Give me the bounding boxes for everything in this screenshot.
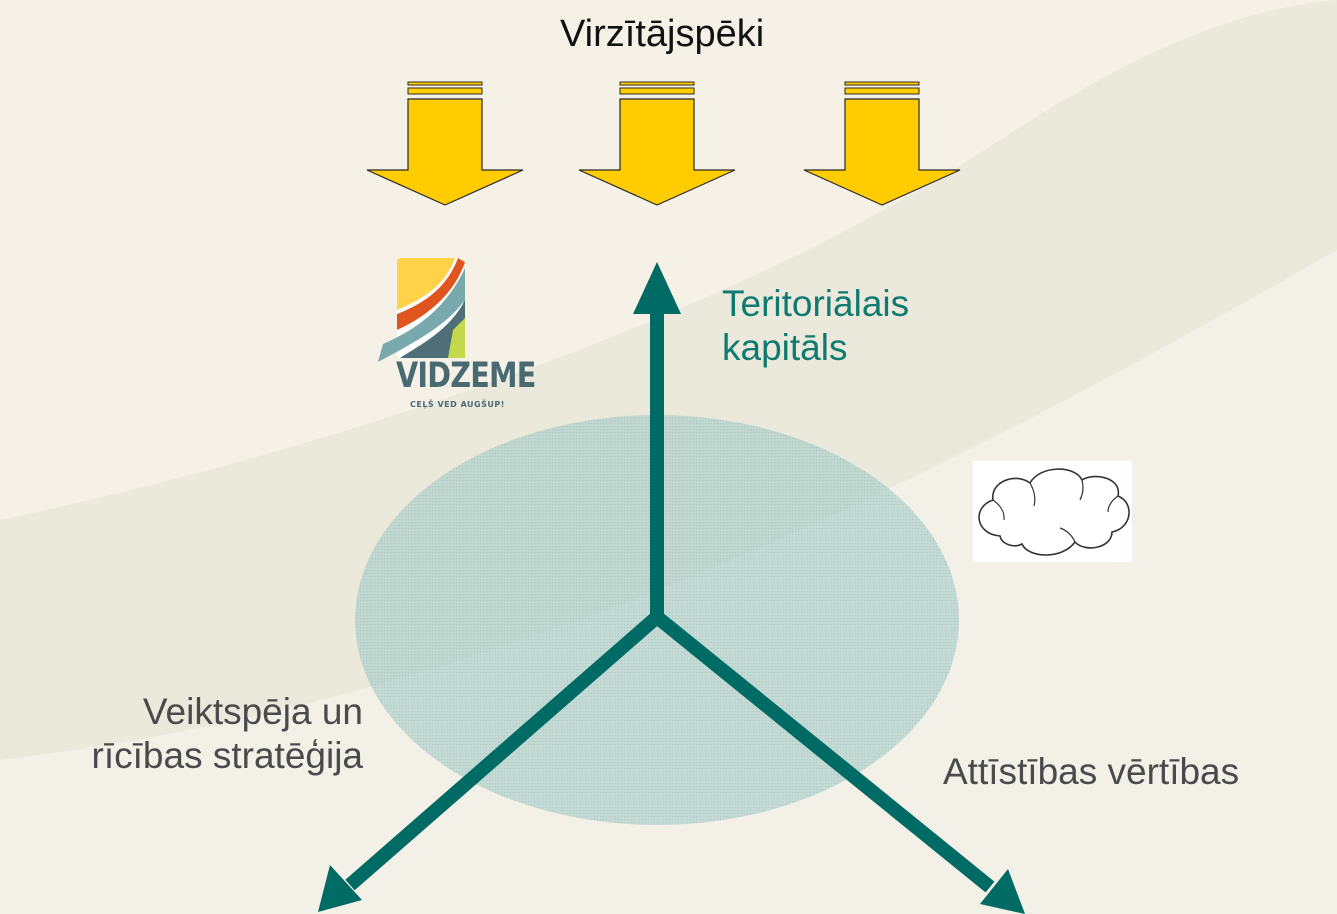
logo-name: VIDZEME: [396, 356, 536, 396]
logo-slogan: CEĻŠ VED AUGŠUP!: [410, 400, 505, 409]
label-development-values: Attīstības vērtības: [943, 751, 1240, 792]
diagram-title: Virzītājspēki: [560, 13, 765, 55]
label-territorial-capital: Teritoriālais kapitāls: [722, 283, 910, 368]
down-arrow-icon: [366, 81, 524, 206]
down-arrow-icon: [803, 81, 961, 206]
label-performance-strategy: Veiktspēja un rīcības stratēģija: [91, 691, 363, 776]
axis-development-values: [652, 611, 1025, 914]
background-swoosh-light: [0, 250, 1337, 914]
vidzeme-logo-text: VIDZEME CEĻŠ VED AUGŠUP!: [396, 356, 586, 414]
down-arrow-icon: [578, 81, 736, 206]
cloud-icon: [973, 461, 1132, 562]
vidzeme-logo: [378, 258, 465, 362]
axis-territorial-capital: [633, 262, 681, 606]
